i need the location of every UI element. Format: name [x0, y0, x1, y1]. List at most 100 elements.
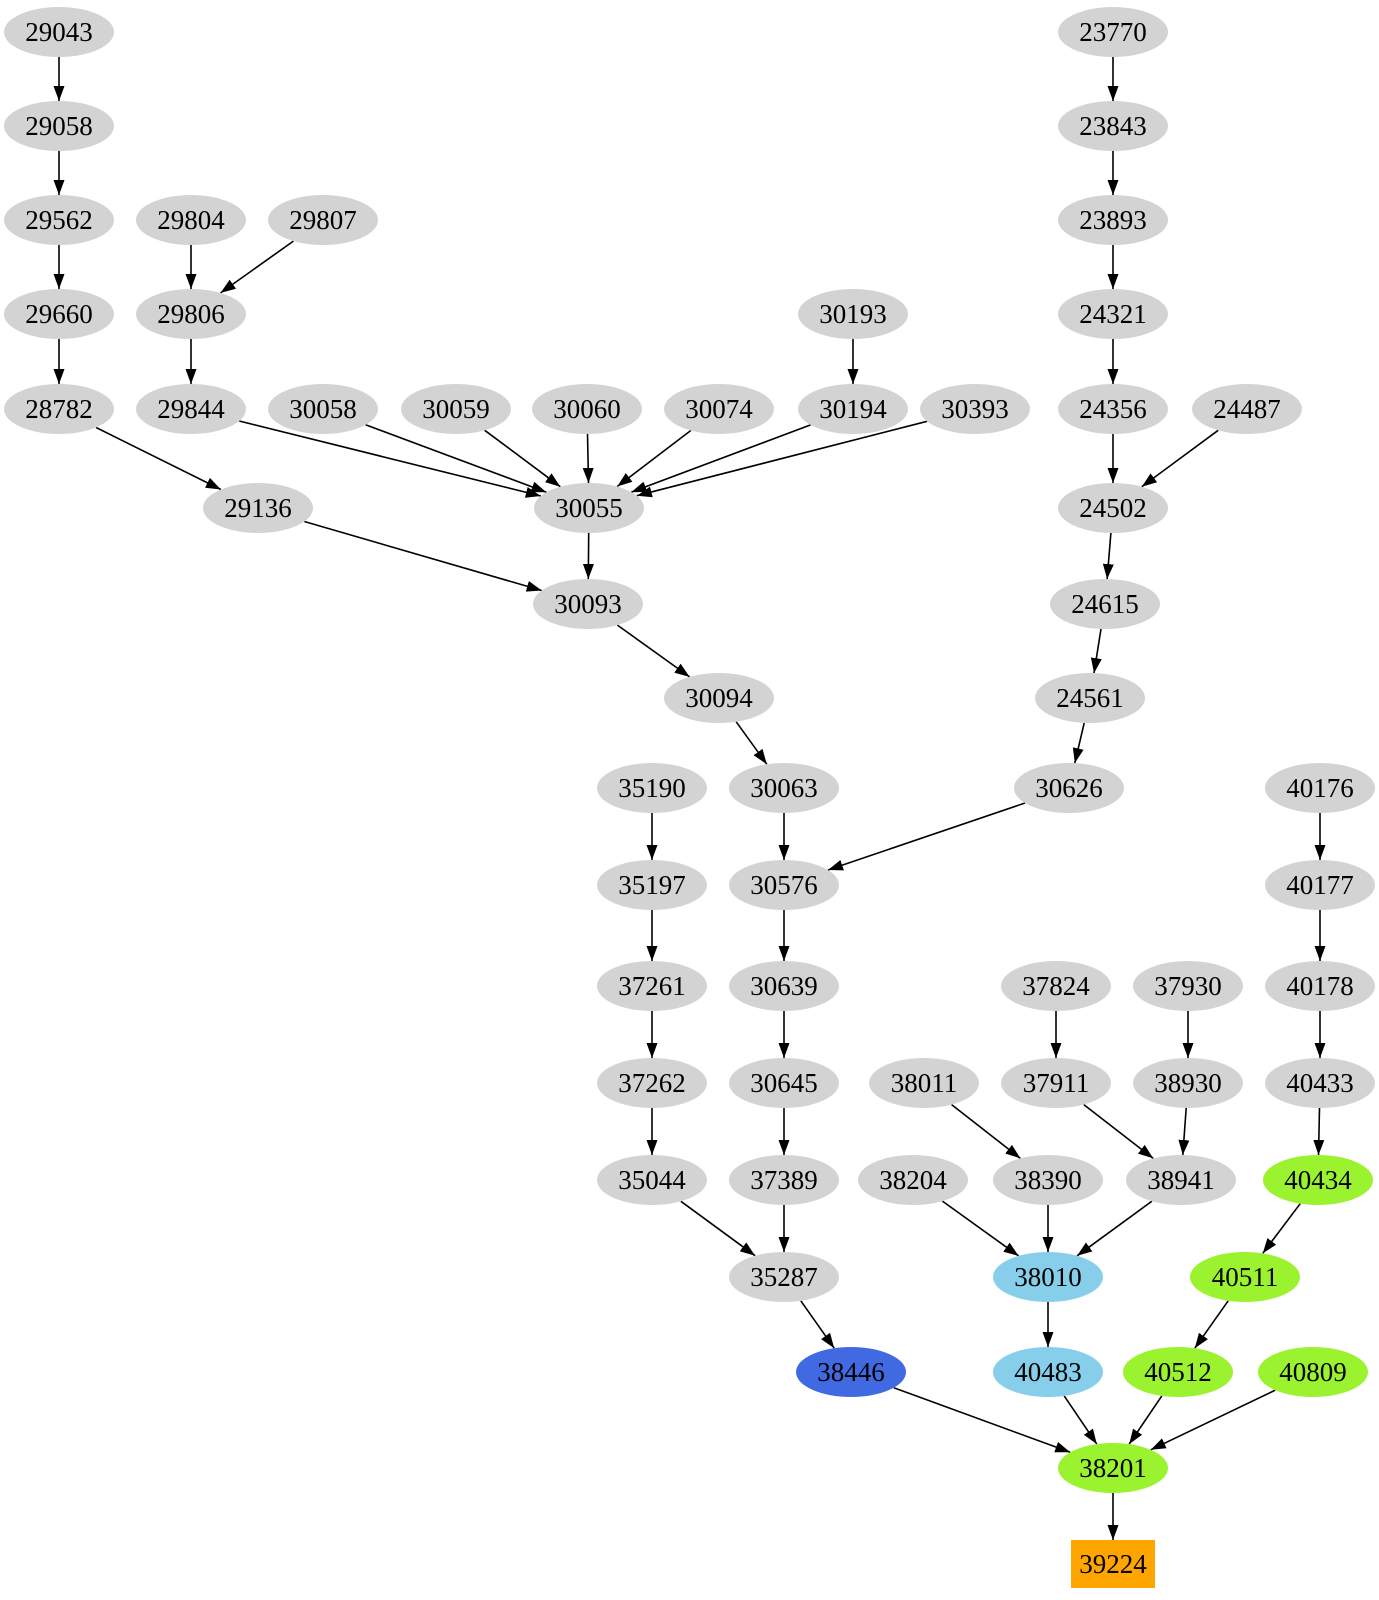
node-40177: 40177	[1265, 860, 1375, 910]
node-label: 38390	[1014, 1165, 1082, 1195]
node-40433: 40433	[1265, 1058, 1375, 1108]
edge-29136-30093	[304, 522, 541, 591]
node-label: 38011	[891, 1068, 958, 1098]
node-38011: 38011	[869, 1058, 979, 1108]
node-label: 35190	[618, 773, 686, 803]
edge-24502-24615	[1107, 533, 1111, 579]
edge-40434-40511	[1263, 1204, 1300, 1254]
node-label: 37824	[1022, 971, 1090, 1001]
node-30094: 30094	[664, 673, 774, 723]
node-label: 40177	[1286, 870, 1354, 900]
node-30060: 30060	[532, 384, 642, 434]
edge-40433-40434	[1319, 1108, 1320, 1155]
edge-40512-38201	[1129, 1396, 1162, 1444]
node-label: 40178	[1286, 971, 1354, 1001]
node-label: 30194	[819, 394, 887, 424]
node-38204: 38204	[858, 1155, 968, 1205]
node-30639: 30639	[729, 961, 839, 1011]
node-label: 40512	[1144, 1357, 1212, 1387]
node-label: 37911	[1023, 1068, 1090, 1098]
node-30576: 30576	[729, 860, 839, 910]
node-39224: 39224	[1071, 1540, 1155, 1588]
node-37389: 37389	[729, 1155, 839, 1205]
node-label: 30093	[554, 589, 622, 619]
node-label: 30058	[289, 394, 357, 424]
node-30194: 30194	[798, 384, 908, 434]
node-label: 29136	[224, 493, 292, 523]
node-30055: 30055	[534, 483, 644, 533]
node-40176: 40176	[1265, 763, 1375, 813]
node-38390: 38390	[993, 1155, 1103, 1205]
node-label: 28782	[25, 394, 93, 424]
node-37261: 37261	[597, 961, 707, 1011]
node-label: 29806	[157, 299, 225, 329]
node-23770: 23770	[1058, 7, 1168, 57]
node-40809: 40809	[1258, 1347, 1368, 1397]
node-23893: 23893	[1058, 195, 1168, 245]
node-label: 24561	[1056, 683, 1124, 713]
node-40178: 40178	[1265, 961, 1375, 1011]
edge-38011-38390	[952, 1105, 1021, 1159]
node-29562: 29562	[4, 195, 114, 245]
node-24561: 24561	[1035, 673, 1145, 723]
node-label: 40511	[1212, 1262, 1279, 1292]
node-label: 35044	[618, 1165, 686, 1195]
node-29660: 29660	[4, 289, 114, 339]
node-label: 30626	[1035, 773, 1103, 803]
node-label: 30094	[685, 683, 753, 713]
node-30626: 30626	[1014, 763, 1124, 813]
node-label: 30055	[555, 493, 623, 523]
node-label: 24615	[1071, 589, 1139, 619]
node-37911: 37911	[1001, 1058, 1111, 1108]
node-label: 24321	[1079, 299, 1147, 329]
node-35197: 35197	[597, 860, 707, 910]
node-29136: 29136	[203, 483, 313, 533]
node-29804: 29804	[136, 195, 246, 245]
node-24356: 24356	[1058, 384, 1168, 434]
node-30059: 30059	[401, 384, 511, 434]
node-30058: 30058	[268, 384, 378, 434]
node-label: 37261	[618, 971, 686, 1001]
edge-38930-38941	[1183, 1108, 1186, 1155]
node-29043: 29043	[4, 7, 114, 57]
edge-38204-38010	[942, 1201, 1018, 1256]
node-23843: 23843	[1058, 101, 1168, 151]
node-30645: 30645	[729, 1058, 839, 1108]
node-24502: 24502	[1058, 483, 1168, 533]
node-40511: 40511	[1190, 1252, 1300, 1302]
node-30074: 30074	[664, 384, 774, 434]
node-label: 40433	[1286, 1068, 1354, 1098]
node-38941: 38941	[1126, 1155, 1236, 1205]
edge-30093-30094	[617, 625, 689, 677]
edge-30059-30055	[485, 430, 561, 486]
node-label: 29804	[157, 205, 225, 235]
node-label: 38941	[1147, 1165, 1215, 1195]
edge-40483-38201	[1064, 1396, 1097, 1444]
node-35287: 35287	[729, 1252, 839, 1302]
node-label: 30059	[422, 394, 490, 424]
edge-29844-30055	[239, 421, 541, 496]
edge-24487-24502	[1142, 430, 1218, 486]
node-label: 29807	[289, 205, 357, 235]
node-label: 38204	[879, 1165, 947, 1195]
node-label: 24356	[1079, 394, 1147, 424]
node-label: 40176	[1286, 773, 1354, 803]
node-38201: 38201	[1058, 1443, 1168, 1493]
node-label: 29844	[157, 394, 225, 424]
node-37824: 37824	[1001, 961, 1111, 1011]
node-29806: 29806	[136, 289, 246, 339]
edge-38446-38201	[894, 1388, 1070, 1453]
node-35190: 35190	[597, 763, 707, 813]
node-38010: 38010	[993, 1252, 1103, 1302]
node-37262: 37262	[597, 1058, 707, 1108]
node-label: 29562	[25, 205, 93, 235]
node-30193: 30193	[798, 289, 908, 339]
edge-30626-30576	[828, 803, 1025, 870]
node-label: 38446	[817, 1357, 885, 1387]
edge-30094-30063	[736, 722, 767, 764]
node-40512: 40512	[1123, 1347, 1233, 1397]
node-38930: 38930	[1133, 1058, 1243, 1108]
node-label: 30063	[750, 773, 818, 803]
